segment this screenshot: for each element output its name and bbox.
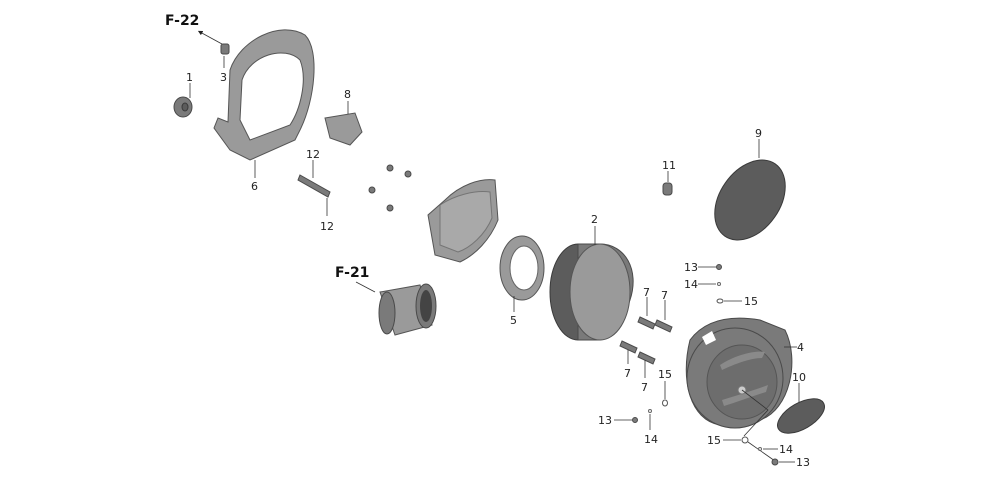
callout-12-lower: 12 (320, 220, 334, 233)
part-12-bolt (297, 174, 331, 198)
intake-tube (378, 283, 437, 336)
part-5-ring (499, 235, 545, 301)
screws (368, 164, 412, 212)
callout-9: 9 (755, 127, 762, 140)
callout-15c: 15 (707, 434, 721, 447)
callout-7c: 7 (624, 367, 631, 380)
callout-8: 8 (344, 88, 351, 101)
part-10-badge (777, 398, 825, 434)
backing-plate (427, 179, 499, 263)
part-4-cover (685, 317, 793, 429)
reference-f22: F-22 (165, 13, 199, 29)
callout-4: 4 (797, 341, 804, 354)
callout-5: 5 (510, 314, 517, 327)
callout-13a: 13 (684, 261, 698, 274)
callout-7d: 7 (641, 381, 648, 394)
callout-13b: 13 (598, 414, 612, 427)
callout-15a: 15 (744, 295, 758, 308)
callout-6: 6 (251, 180, 258, 193)
callout-2: 2 (591, 213, 598, 226)
part-11-fitting (662, 182, 673, 196)
callout-7b: 7 (661, 289, 668, 302)
callout-10: 10 (792, 371, 806, 384)
callout-14c: 14 (779, 443, 793, 456)
callout-3: 3 (220, 71, 227, 84)
callout-14a: 14 (684, 278, 698, 291)
part-9-gasket (714, 159, 786, 241)
callout-15b: 15 (658, 368, 672, 381)
part-6-bracket (213, 29, 315, 161)
callout-11: 11 (662, 159, 676, 172)
callout-1: 1 (186, 71, 193, 84)
part-3-fitting (220, 43, 230, 55)
callout-13c: 13 (796, 456, 810, 469)
part-7-pins (619, 316, 673, 365)
reference-arrow (197, 30, 223, 45)
part-2-filter (549, 243, 634, 341)
part-1-grommet (173, 96, 193, 118)
part-8-plate (324, 112, 363, 146)
reference-f21: F-21 (335, 265, 369, 281)
callout-14b: 14 (644, 433, 658, 446)
callout-12-upper: 12 (306, 148, 320, 161)
callout-7a: 7 (643, 286, 650, 299)
